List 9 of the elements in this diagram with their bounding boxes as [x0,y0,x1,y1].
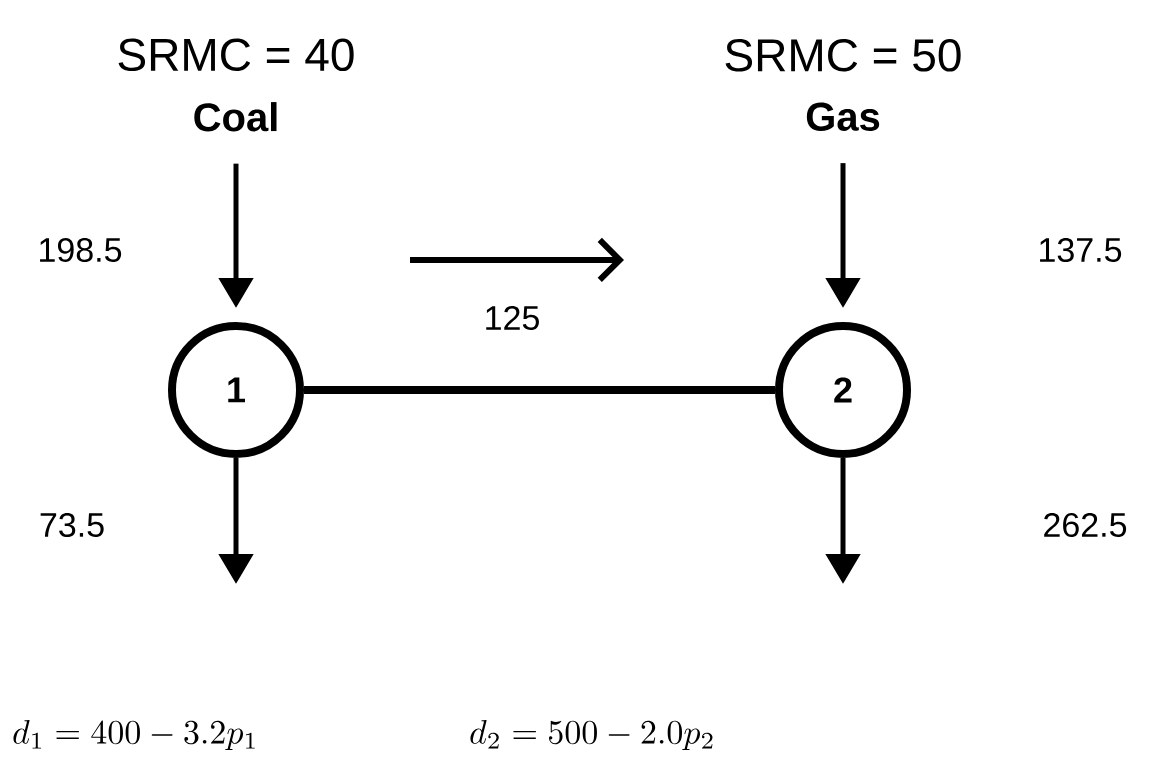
demand-formula: $d_2 = 500 - 2.0p_2$ [470,719,713,751]
value-label: 198.5 [40,237,122,262]
demand-formula: $d_1 = 400 - 3.2p_1$ [13,719,255,751]
source-label: SRMC = 40 Coal [118,38,354,132]
value-label: 125 [486,305,539,330]
value-label: 262.5 [1044,512,1127,537]
source-label: SRMC = 50 Gas [725,39,961,131]
value-label: 73.5 [40,512,104,537]
value-label: 137.5 [1040,237,1122,262]
